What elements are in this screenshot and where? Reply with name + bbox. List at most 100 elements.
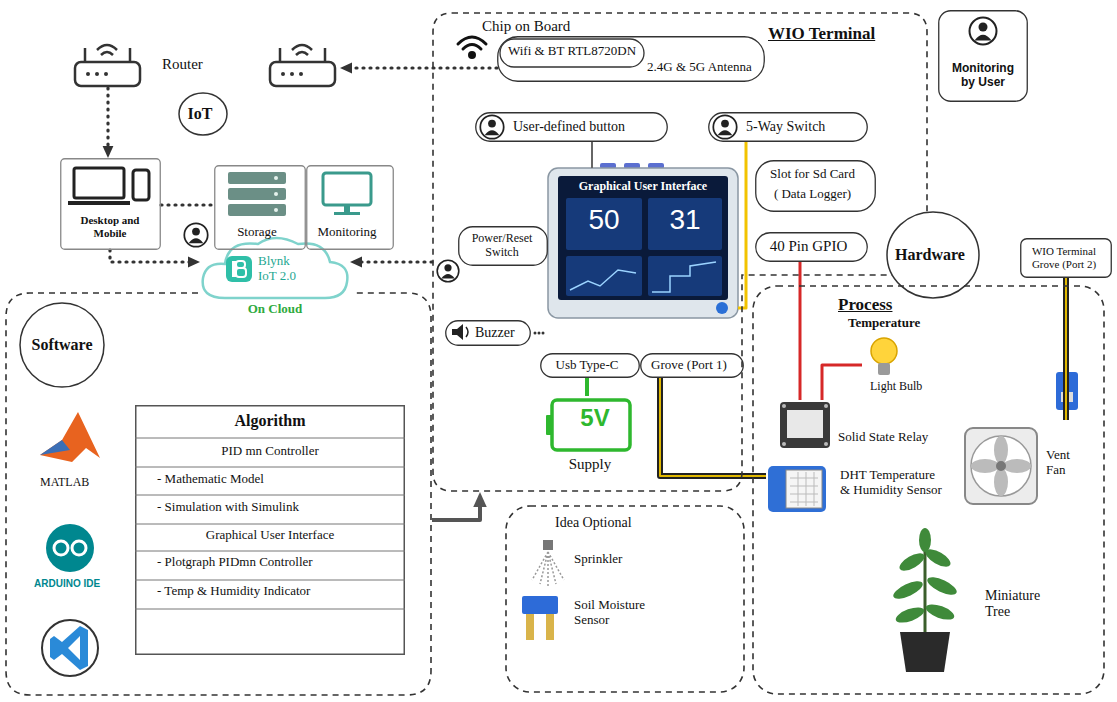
connector — [592, 142, 593, 168]
power-switch-pill-text: Power/Reset Switch — [462, 232, 542, 260]
dht-sensor-text: DHT Temperature & Humidity Sensor — [840, 468, 946, 498]
light-bulb: Light Bulb — [862, 336, 950, 398]
sd-slot-pill: Slot for Sd Card ( Data Logger) — [755, 160, 876, 212]
wio-terminal-region-text: WIO Terminal — [768, 24, 875, 44]
connector — [432, 492, 487, 520]
button-pill-text: User-defined button — [513, 119, 625, 135]
power-supply: 5V Supply — [545, 396, 635, 482]
label: ARDUINO IDE — [34, 578, 100, 590]
grove-port-box-text: WIO Terminal Grove (Port 2) — [1022, 245, 1106, 270]
sd-slot-pill-text: ( Data Logger) — [755, 187, 870, 202]
dht-sensor-icon — [768, 466, 826, 512]
buzzer-pill-text: Buzzer — [475, 325, 515, 341]
wio-terminal-region-text: Chip on Board — [482, 18, 570, 35]
power-switch-pill: Power/Reset Switch — [458, 226, 548, 266]
router-icon — [75, 45, 140, 86]
tree-icon — [891, 528, 959, 672]
connector — [660, 378, 766, 476]
storage-box: Storage — [214, 165, 306, 250]
vscode-logo — [42, 620, 98, 676]
vent-fan-icon — [965, 428, 1037, 504]
miniature-tree: Miniature Tree — [880, 528, 1080, 680]
connector — [800, 262, 801, 400]
software-region-text: Software — [20, 336, 104, 354]
label-holder: ARDUINO IDE — [34, 578, 100, 590]
switch-pill: 5-Way Switch — [708, 112, 868, 142]
monitor-icon — [323, 173, 371, 215]
connector — [1066, 278, 1067, 420]
connector — [350, 257, 432, 268]
vent-fan-text: Vent Fan — [1046, 448, 1090, 478]
algorithm-table-text: - Simulation with Simulink — [157, 500, 299, 515]
sd-slot-pill-text: Slot for Sd Card — [755, 167, 870, 182]
router-icon — [270, 45, 335, 86]
power-supply-text: 5V — [560, 404, 630, 432]
monitoring-box: Monitoring — [306, 165, 394, 250]
connector — [103, 88, 114, 158]
usb-pill: Usb Type-C — [540, 353, 640, 378]
user-icon — [713, 115, 736, 138]
software-region: SoftwareAlgorithmPID mn Controller- Math… — [5, 292, 432, 696]
algorithm-table-text: - Plotgraph PIDmn Controller — [157, 555, 313, 570]
user-icon — [184, 223, 207, 246]
user-box: Monitoring by User — [938, 10, 1028, 102]
arrowhead — [350, 257, 362, 268]
wifi-chip-box: Wifi & BT RTL8720DN2.4G & 5G Antenna — [497, 36, 765, 82]
connector — [738, 142, 746, 308]
user-box-text: Monitoring by User — [947, 62, 1019, 90]
arduino-logo — [46, 524, 94, 572]
arrowhead — [473, 492, 487, 507]
algorithm-table: AlgorithmPID mn Controller- Mathematic M… — [135, 405, 405, 655]
arrowhead — [188, 257, 200, 268]
monitoring-box-text: Monitoring — [306, 225, 388, 240]
solid-state-relay-text: Solid State Relay — [838, 430, 928, 445]
node-outline — [497, 36, 765, 82]
gpio-pill: 40 Pin GPIO — [755, 232, 868, 262]
solid-state-relay: Solid State Relay — [776, 400, 950, 452]
label: MATLAB — [40, 476, 89, 490]
process-region-text: Temperature — [848, 316, 920, 331]
relay-icon — [780, 402, 830, 448]
usb-pill-text: Usb Type-C — [540, 358, 634, 373]
iot-circle: IoT — [178, 92, 228, 136]
algorithm-table-text: Graphical User Interface — [135, 528, 405, 543]
light-bulb-text: Light Bulb — [870, 380, 922, 394]
connector — [822, 365, 862, 400]
connector — [587, 378, 588, 396]
grove-port-pill-text: Grove (Port 1) — [640, 358, 738, 373]
algorithm-table-text: Algorithm — [135, 412, 405, 430]
arrowhead — [340, 63, 352, 74]
label-holder: MATLAB — [40, 476, 89, 490]
wio-terminal-region: Chip on Board WIO TerminalWifi & BT RTL87… — [432, 12, 928, 492]
algorithm-table-text: - Temp & Humidity Indicator — [157, 584, 310, 599]
device-box-text: Desktop and Mobile — [65, 214, 155, 239]
router-group-text: Router — [162, 56, 203, 73]
wifi-icon — [458, 37, 486, 58]
power-supply-text: Supply — [545, 456, 635, 473]
dht-sensor: DHT Temperature & Humidity Sensor — [766, 462, 946, 518]
buzzer-pill: Buzzer — [445, 320, 531, 346]
gui-screen-text: 31 — [648, 204, 722, 236]
battery-icon — [546, 400, 630, 450]
label-holder: Sprinkler — [574, 552, 622, 567]
grove-port-pill: Grove (Port 1) — [640, 353, 744, 378]
gui-screen-text: Graphical User Interface — [548, 180, 738, 194]
switch-pill-text: 5-Way Switch — [746, 119, 825, 135]
gui-screen: Graphical User Interface 5031 — [548, 168, 738, 318]
cloud-service: Blynk IoT 2.0On Cloud — [200, 238, 350, 318]
router-group: Router — [70, 38, 340, 88]
matlab-logo — [40, 412, 100, 462]
gui-screen-text: 50 — [566, 204, 642, 236]
wifi-chip-box-text: 2.4G & 5G Antenna — [647, 60, 752, 75]
idea-region-text: Idea Optional — [555, 515, 632, 531]
gpio-pill-text: 40 Pin GPIO — [755, 238, 862, 255]
cloud-service-text: On Cloud — [200, 302, 350, 317]
algorithm-table-text: PID mn Controller — [135, 444, 405, 459]
light-bulb-icon — [871, 338, 897, 375]
miniature-tree-text: Miniature Tree — [985, 588, 1065, 620]
connector — [110, 250, 200, 267]
storage-icon — [228, 172, 286, 216]
cloud-icon — [203, 238, 348, 298]
user-icon — [970, 18, 997, 45]
